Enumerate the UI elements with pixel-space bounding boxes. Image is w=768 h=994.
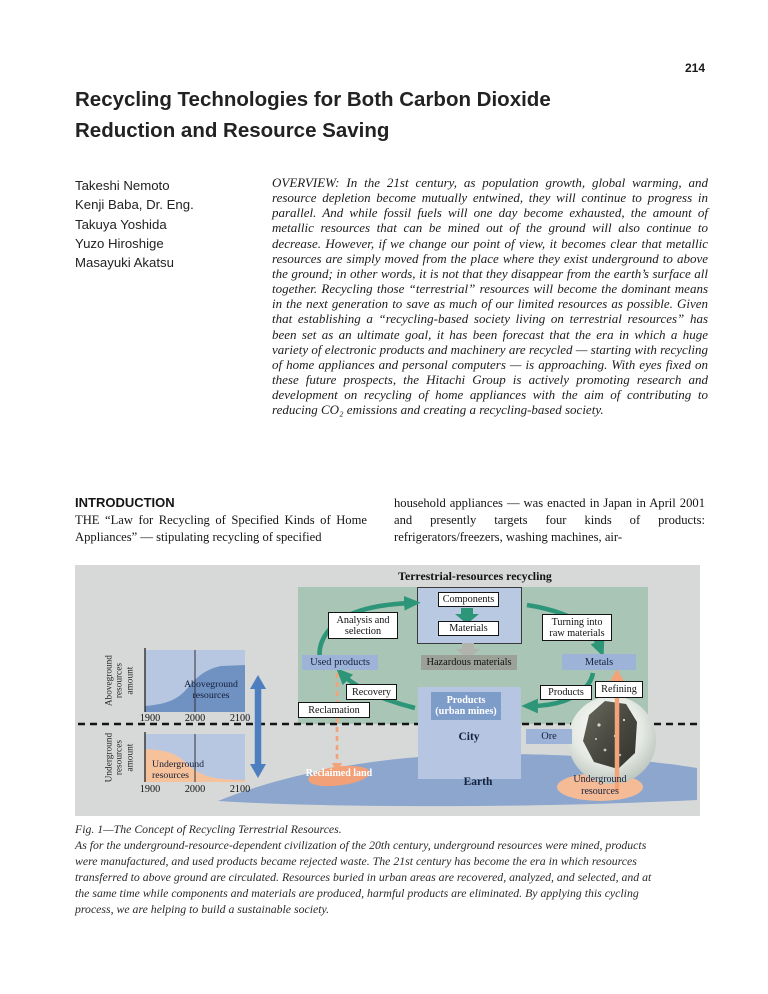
aboveground-axis-label: Aboveground resources amount: [104, 655, 136, 707]
tick-below-2100: 2100: [229, 784, 251, 795]
figure-1-diagram: Terrestrial-resources recycling Componen…: [75, 565, 700, 816]
tick-above-2100: 2100: [229, 713, 251, 724]
paper-title: Recycling Technologies for Both Carbon D…: [75, 84, 675, 146]
tick-above-1900: 1900: [139, 713, 161, 724]
arrow-to-hazardous-materials: [456, 643, 480, 659]
node-reclamation: Reclamation: [298, 702, 370, 718]
underground-resources-area: [145, 749, 245, 782]
underground-resources-label: Underground resources: [573, 774, 627, 797]
reclaimed-land-blob: [308, 765, 370, 787]
underground-axis-label: Underground resources amount: [104, 732, 136, 783]
node-components: Components: [438, 592, 499, 607]
node-materials: Materials: [438, 621, 499, 636]
node-refining: Refining: [595, 681, 643, 698]
node-hazardous-materials: Hazardous materials: [421, 655, 517, 670]
overview-paragraph: OVERVIEW: In the 21st century, as popula…: [272, 175, 708, 418]
author-name: Takuya Yoshida: [75, 216, 167, 232]
paper-title-line1: Recycling Technologies for Both Carbon D…: [75, 88, 551, 111]
node-ore: Ore: [526, 729, 572, 744]
exchange-arrow-head-up: [250, 675, 266, 689]
underground-area-label: Underground resources: [152, 759, 205, 781]
paper-title-line2: Reduction and Resource Saving: [75, 119, 390, 142]
node-used-products: Used products: [302, 655, 378, 670]
tick-above-2000: 2000: [184, 713, 206, 724]
tick-below-1900: 1900: [139, 784, 161, 795]
reclaimed-land-label: Reclaimed land: [305, 768, 373, 779]
node-metals: Metals: [562, 654, 636, 670]
figure-diagram-title: Terrestrial-resources recycling: [398, 569, 552, 583]
node-recovery: Recovery: [346, 684, 397, 700]
aboveground-area-label: Aboveground resources: [184, 679, 238, 701]
author-name: Takeshi Nemoto: [75, 178, 170, 193]
figure-arrow-graphics: [250, 595, 656, 791]
node-products-urban-mines: Products (urban mines): [431, 692, 501, 720]
arrow-components-to-materials: [455, 608, 479, 624]
page-number: 214: [684, 61, 705, 75]
earth-label: Earth: [463, 776, 493, 788]
node-products: Products: [540, 685, 592, 700]
tick-below-2000: 2000: [184, 784, 206, 795]
node-turning-raw-materials: Turning into raw materials: [542, 614, 612, 641]
figure-caption-body: As for the underground-resource-dependen…: [75, 838, 652, 917]
node-analysis-selection: Analysis and selection: [328, 612, 398, 639]
arrow-reclamation-head: [332, 763, 342, 773]
author-name: Kenji Baba, Dr. Eng.: [75, 197, 194, 213]
section-heading-introduction: INTRODUCTION: [75, 495, 175, 510]
city-label: City: [458, 731, 480, 743]
figure-caption-title: Fig. 1—The Concept of Recycling Terrestr…: [75, 822, 342, 836]
intro-column-left: THE “Law for Recycling of Specified Kind…: [75, 513, 367, 545]
intro-column-right: household appliances — was enacted in Ja…: [394, 496, 705, 545]
arrow-metals-to-city: [521, 672, 596, 714]
arrow-refining-head: [610, 669, 624, 681]
exchange-arrow-head-down: [250, 764, 266, 778]
figure-caption: Fig. 1—The Concept of Recycling Terrestr…: [75, 821, 657, 918]
author-name: Masayuki Akatsu: [75, 255, 174, 271]
ore-rock-image: [568, 696, 656, 784]
author-name: Yuzo Hiroshige: [75, 235, 164, 251]
